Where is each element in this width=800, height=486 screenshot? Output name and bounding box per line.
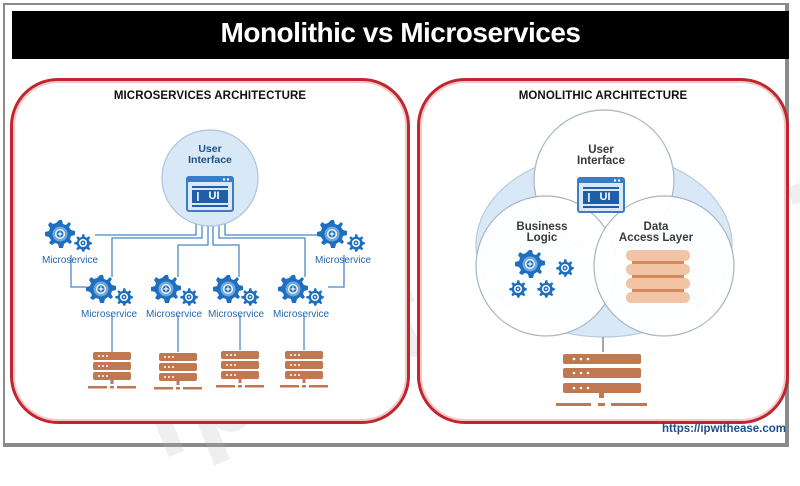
gear-icon xyxy=(241,288,259,306)
database-icon xyxy=(280,351,328,388)
database-icon xyxy=(154,353,202,390)
microservices-heading: MICROSERVICES ARCHITECTURE xyxy=(113,90,307,102)
monolithic-heading: MONOLITHIC ARCHITECTURE xyxy=(518,90,688,102)
gear-icon xyxy=(306,288,324,306)
gear-icon xyxy=(213,275,243,303)
microservice-label: Microservice xyxy=(42,255,99,266)
monolith-database xyxy=(556,354,647,406)
mono-ui-label-line1: User xyxy=(588,144,614,156)
gear-icon xyxy=(74,234,92,252)
data-layer-label-line1: Data xyxy=(644,221,670,233)
gear-icon xyxy=(278,275,308,303)
gear-icon xyxy=(180,288,198,306)
database-icon xyxy=(216,351,264,388)
connection-lines xyxy=(70,218,345,352)
database-icon xyxy=(88,352,136,389)
gear-icon xyxy=(347,234,365,252)
gear-icon xyxy=(317,220,347,248)
ui-node-label-line1: User xyxy=(198,143,221,155)
page-title: Monolithic vs Microservices xyxy=(220,17,581,48)
gear-icon xyxy=(86,275,116,303)
mono-ui-icon-label: UI xyxy=(600,191,611,203)
gear-icon xyxy=(151,275,181,303)
ui-node-label-line2: Interface xyxy=(188,154,232,166)
microservice-label: Microservice xyxy=(208,309,265,320)
ui-icon-label: UI xyxy=(209,190,220,202)
gear-icon xyxy=(115,288,133,306)
business-logic-label-line2: Logic xyxy=(527,232,558,244)
microservice-label: Microservice xyxy=(315,255,372,266)
microservice-databases xyxy=(88,351,328,390)
microservice-label: Microservice xyxy=(146,309,203,320)
footer-url[interactable]: https://ipwithease.com xyxy=(662,423,786,435)
title-bar: Monolithic vs Microservices xyxy=(12,11,789,59)
diagram-canvas: User Interface UI User Interface UI Busi… xyxy=(42,109,735,406)
microservice-label: Microservice xyxy=(81,309,138,320)
microservice-label: Microservice xyxy=(273,309,330,320)
gear-icon xyxy=(45,220,75,248)
business-logic-label-line1: Business xyxy=(516,221,567,233)
data-layer-label-line2: Access Layer xyxy=(619,232,694,244)
data-layer-stack xyxy=(626,250,690,303)
mono-ui-label-line2: Interface xyxy=(577,155,625,167)
